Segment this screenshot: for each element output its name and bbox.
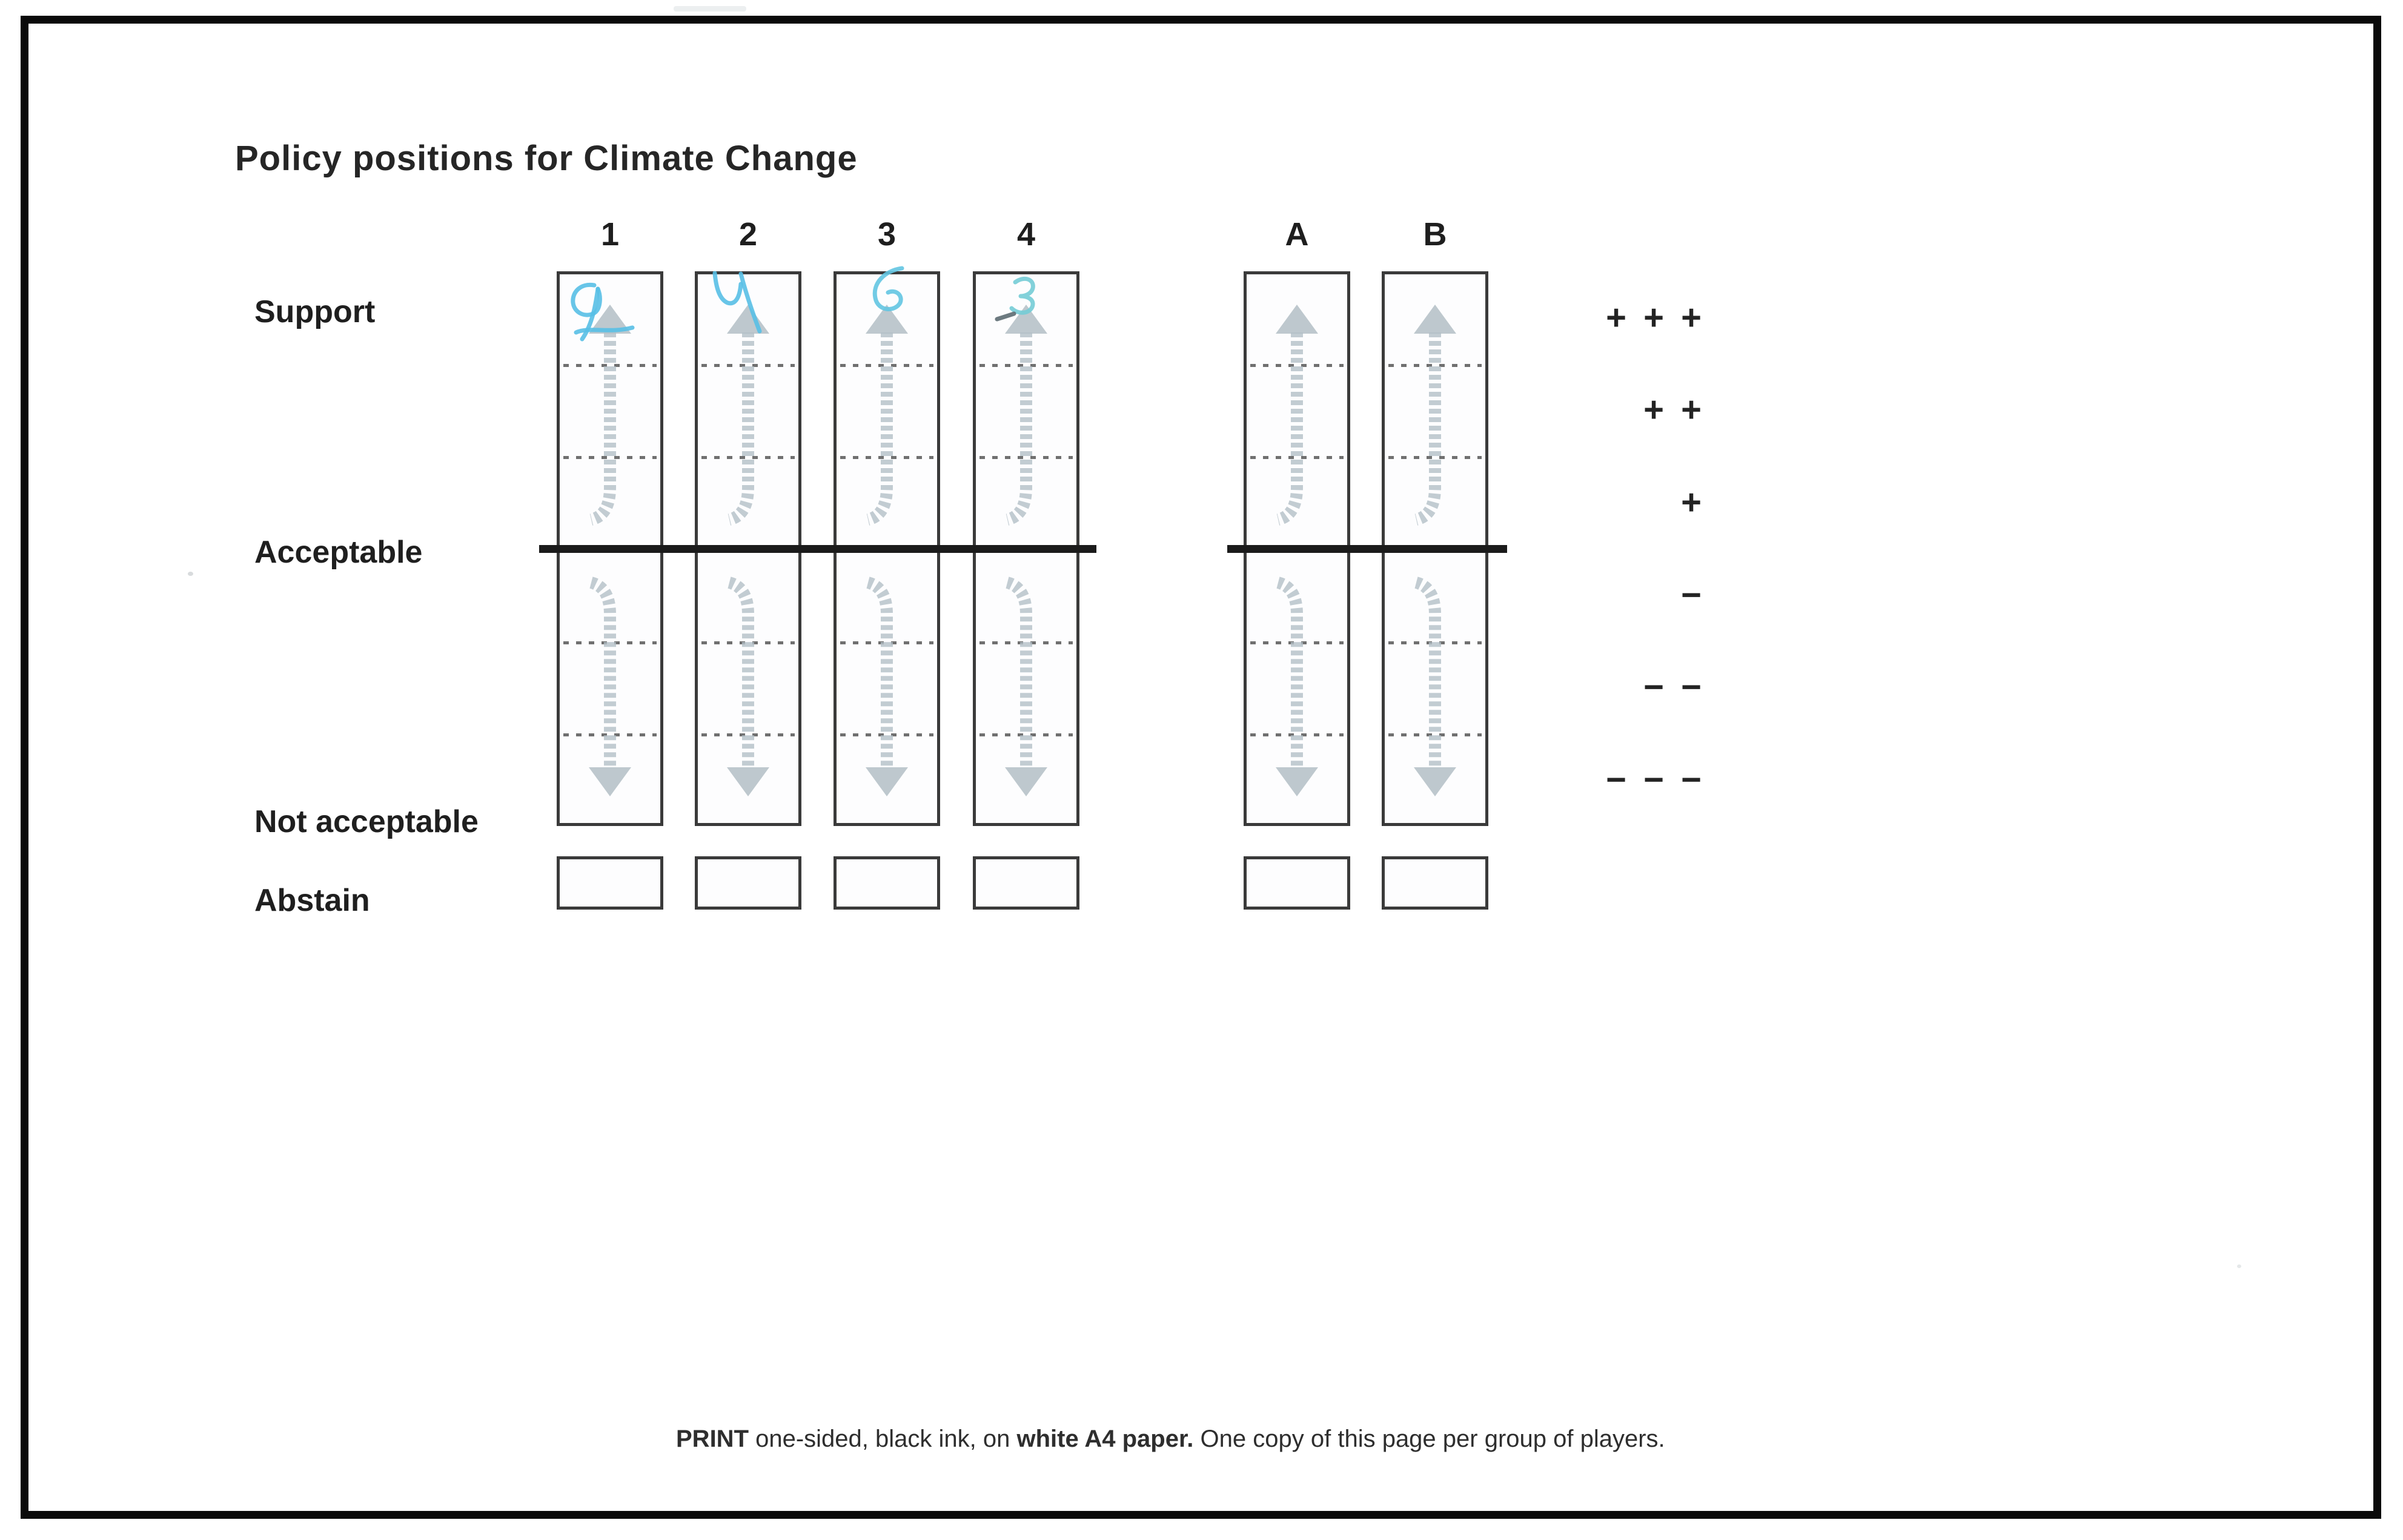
up-arrow-shaft-icon: [1414, 332, 1441, 526]
up-arrow-shaft-icon: [866, 332, 893, 526]
scale-arrows: [1414, 305, 1456, 796]
down-arrow-shaft-icon: [866, 577, 893, 766]
down-arrow-shaft-icon: [1414, 577, 1441, 766]
down-arrow-head-icon: [866, 767, 908, 796]
scale-gridline: [840, 733, 933, 736]
acceptable-threshold-line-proposals: [539, 545, 1096, 553]
legend-row: + + +: [1606, 298, 1705, 337]
abstain-checkbox: [1244, 856, 1350, 910]
scale-arrows: [866, 305, 908, 796]
policy-column-1: 1: [557, 0, 663, 914]
down-arrow-shaft-icon: [727, 577, 754, 766]
policy-column-B: B: [1382, 0, 1488, 914]
legend-row: − −: [1643, 667, 1705, 707]
abstain-checkbox: [695, 856, 801, 910]
scale-label-not-acceptable: Not acceptable: [254, 804, 479, 839]
scale-gridline: [979, 456, 1073, 459]
up-arrow-head-icon: [1276, 305, 1318, 334]
scale-label-support: Support: [254, 294, 376, 329]
scale-gridline: [840, 456, 933, 459]
up-arrow-head-icon: [1414, 305, 1456, 334]
down-arrow-head-icon: [1005, 767, 1047, 796]
down-arrow-shaft-icon: [589, 577, 616, 766]
down-arrow-head-icon: [1414, 767, 1456, 796]
print-instructions: PRINT one-sided, black ink, on white A4 …: [676, 1424, 1665, 1453]
down-arrow-shaft-icon: [1276, 577, 1303, 766]
abstain-checkbox: [973, 856, 1079, 910]
legend-row: − − −: [1606, 760, 1705, 799]
down-arrow-head-icon: [1276, 767, 1318, 796]
down-arrow-head-icon: [589, 767, 631, 796]
policy-column-A: A: [1244, 0, 1350, 914]
column-header: 2: [738, 216, 758, 253]
scale-gridline: [1388, 364, 1482, 367]
column-header: B: [1423, 216, 1447, 253]
scale-gridline: [701, 456, 795, 459]
print-instructions-end: One copy of this page per group of playe…: [1193, 1426, 1665, 1452]
scan-speckle: [188, 572, 193, 576]
scale-gridline: [1388, 733, 1482, 736]
scale-gridline: [563, 456, 657, 459]
down-arrow-shaft-icon: [1005, 577, 1032, 766]
column-header: 1: [600, 216, 620, 253]
policy-column-2: 2: [695, 0, 801, 914]
scale-gridline: [563, 364, 657, 367]
scan-speckle: [2237, 1264, 2241, 1268]
scale-gridline: [701, 733, 795, 736]
column-header: 3: [877, 216, 897, 253]
scale-arrows: [1276, 305, 1318, 796]
scale-gridline: [979, 733, 1073, 736]
abstain-checkbox: [557, 856, 663, 910]
page-title: Policy positions for Climate Change: [235, 139, 858, 178]
scale-gridline: [840, 364, 933, 367]
scale-gridline: [1250, 733, 1344, 736]
up-arrow-shaft-icon: [1006, 332, 1032, 526]
scale-gridline: [1250, 456, 1344, 459]
abstain-checkbox: [834, 856, 940, 910]
legend-row: + +: [1643, 390, 1705, 429]
scan-speckle: [674, 6, 746, 12]
scale-label-abstain: Abstain: [254, 883, 370, 918]
up-arrow-shaft-icon: [728, 332, 754, 526]
legend-row: +: [1681, 483, 1705, 522]
policy-column-3: 3: [834, 0, 940, 914]
scale-gridline: [1388, 456, 1482, 459]
scale-label-acceptable: Acceptable: [254, 535, 423, 570]
scale-arrows: [1005, 305, 1047, 796]
up-arrow-head-icon: [727, 305, 769, 334]
page-border: [21, 16, 2381, 1519]
scale-gridline: [563, 733, 657, 736]
up-arrow-head-icon: [1005, 305, 1047, 334]
up-arrow-shaft-icon: [1276, 332, 1303, 526]
print-instructions-mid: one-sided, black ink, on: [749, 1426, 1017, 1452]
column-header: 4: [1016, 216, 1036, 253]
acceptable-threshold-line-extras: [1227, 545, 1507, 553]
scale-gridline: [979, 364, 1073, 367]
scale-gridline: [1250, 364, 1344, 367]
scale-gridline: [701, 364, 795, 367]
down-arrow-head-icon: [727, 767, 769, 796]
up-arrow-shaft-icon: [589, 332, 616, 526]
print-instructions-print: PRINT: [676, 1426, 749, 1452]
column-header: A: [1285, 216, 1309, 253]
up-arrow-head-icon: [866, 305, 908, 334]
policy-column-4: 4: [973, 0, 1079, 914]
legend-row: −: [1681, 575, 1705, 615]
abstain-checkbox: [1382, 856, 1488, 910]
up-arrow-head-icon: [589, 305, 631, 334]
print-instructions-paper: white A4 paper.: [1016, 1426, 1194, 1452]
